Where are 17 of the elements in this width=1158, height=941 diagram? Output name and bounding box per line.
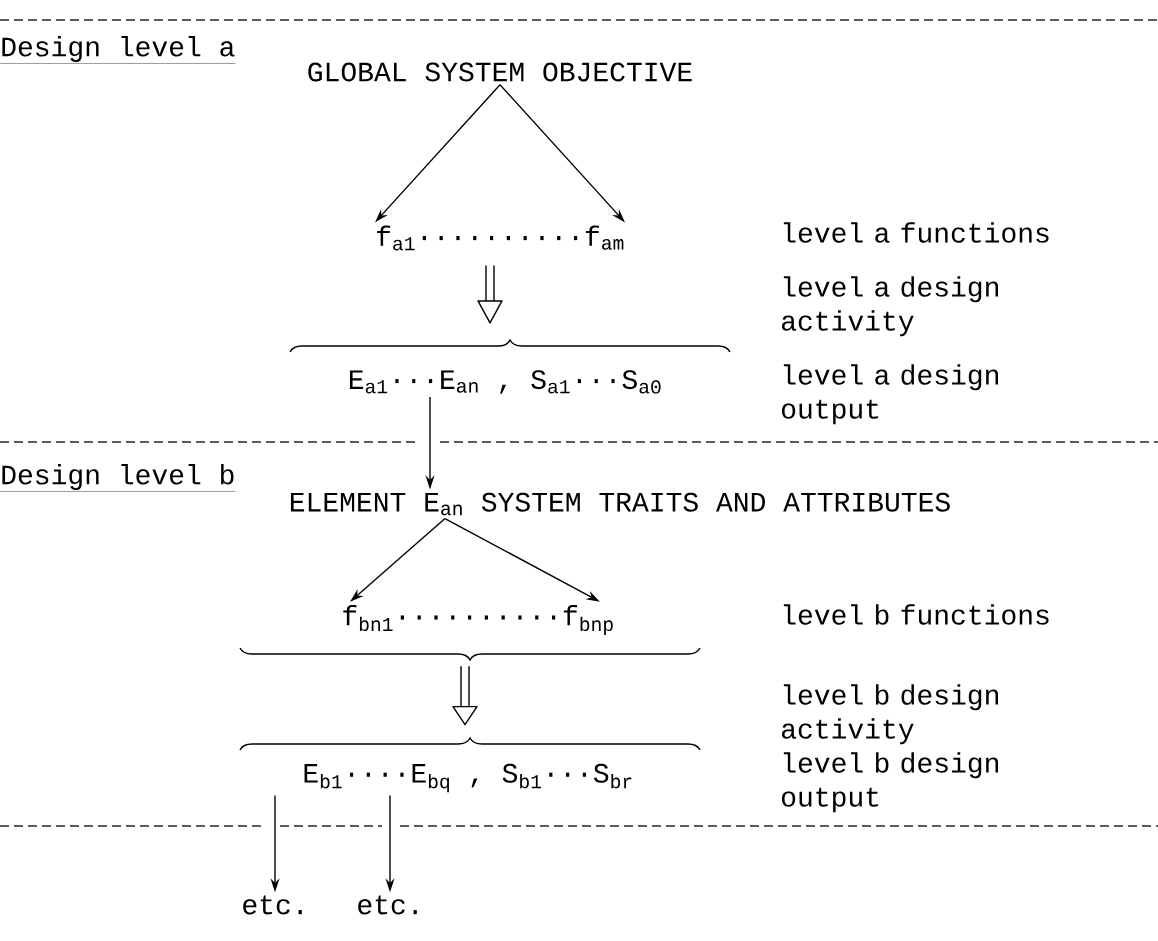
node-text: E$_{b1}$····E$_{bq}$ , S$_{b1}$···S$_{br}$ — [304, 763, 632, 793]
side-note: level a functions — [783, 222, 1049, 243]
node-text: f$_{a1}$··········f$_{am}$ — [377, 225, 624, 251]
node-text: f$_{bn1}$··········f$_{bnp}$ — [343, 605, 613, 635]
node-text: GLOBAL SYSTEM OBJECTIVE — [308, 62, 692, 82]
side-note: level b design output — [782, 752, 998, 813]
hollow-arrow — [477, 264, 503, 324]
section-heading: Design level b — [0, 463, 236, 492]
side-note: level a design activity — [781, 276, 998, 337]
side-note: level b functions — [783, 604, 1049, 625]
hollow-arrow — [452, 665, 478, 726]
node-text: ELEMENT E$_{an}$ SYSTEM TRAITS AND ATTRIBUTES — [290, 492, 950, 516]
node-text: E$_{a1}$···E$_{an}$ , S$_{a1}$···S$_{a0}$ — [349, 370, 661, 394]
side-note: level a design output — [782, 364, 998, 425]
node-text: etc. — [243, 895, 302, 915]
node-text: etc. — [358, 895, 417, 915]
section-heading: Design level a — [0, 35, 236, 64]
